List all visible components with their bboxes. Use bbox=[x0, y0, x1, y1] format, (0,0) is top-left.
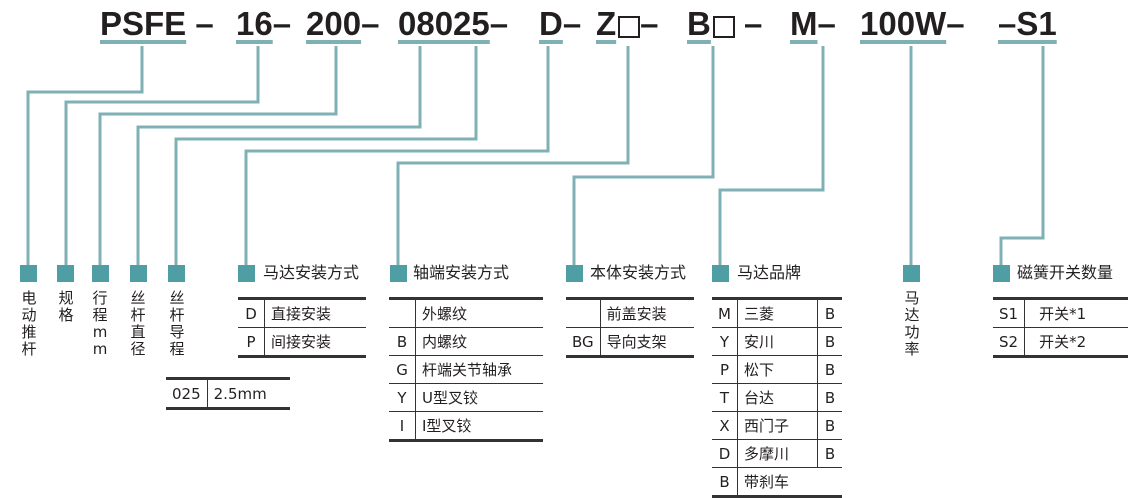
table-row: 前盖安装 bbox=[566, 297, 694, 328]
label-spec: 规格 bbox=[58, 289, 74, 324]
connector-motor-pusher bbox=[26, 46, 144, 266]
marker-motor-pusher bbox=[20, 265, 37, 282]
marker-screw-dia bbox=[130, 265, 147, 282]
connector-screw-dia bbox=[136, 46, 422, 266]
marker-spec bbox=[57, 265, 74, 282]
model-code-z: Z– bbox=[596, 5, 659, 42]
label-stroke: 行程mm bbox=[92, 289, 108, 358]
marker-switch bbox=[993, 265, 1010, 282]
model-code-16: 16– bbox=[236, 5, 292, 42]
marker-stroke bbox=[92, 265, 109, 282]
model-code-200: 200– bbox=[306, 5, 380, 42]
connector-motor-mount bbox=[244, 46, 550, 266]
placeholder-box-icon bbox=[712, 16, 735, 38]
connector-motor-brand bbox=[718, 46, 825, 266]
model-code-m: M– bbox=[790, 5, 836, 42]
marker-body-mount bbox=[566, 265, 583, 282]
marker-motor-brand bbox=[712, 265, 729, 282]
label-motor-pusher: 电动推杆 bbox=[21, 289, 37, 358]
label-magnetic-switch: 磁簧开关数量 bbox=[1017, 263, 1114, 282]
model-code-d: D– bbox=[539, 5, 582, 42]
connector-body-mount bbox=[572, 46, 715, 266]
connector-shaft-end bbox=[396, 46, 630, 266]
model-code-psfe: PSFE – bbox=[100, 5, 214, 42]
connector-spec bbox=[64, 46, 260, 266]
label-motor-mount: 马达安装方式 bbox=[263, 263, 360, 282]
model-code-s1: –S1 bbox=[998, 5, 1057, 42]
table-row: 外螺纹 bbox=[389, 297, 543, 328]
connector-switch bbox=[999, 46, 1045, 266]
connector-screw-lead bbox=[174, 46, 478, 266]
connector-stroke bbox=[98, 46, 338, 266]
marker-shaft-end bbox=[390, 265, 407, 282]
label-shaft-end: 轴端安装方式 bbox=[413, 263, 510, 282]
marker-motor-mount bbox=[238, 265, 255, 282]
label-motor-brand: 马达品牌 bbox=[737, 263, 802, 282]
model-code-b: B – bbox=[687, 5, 763, 42]
model-code-08025: 08025– bbox=[398, 5, 509, 42]
marker-screw-lead bbox=[168, 265, 185, 282]
label-screw-lead: 丝杆导程 bbox=[169, 289, 185, 358]
marker-motor-power bbox=[903, 265, 920, 282]
placeholder-box-icon bbox=[618, 16, 641, 38]
label-screw-dia: 丝杆直径 bbox=[130, 289, 146, 358]
label-body-mount: 本体安装方式 bbox=[590, 263, 687, 282]
model-code-100w: 100W– bbox=[860, 5, 965, 42]
label-motor-power: 马达功率 bbox=[904, 289, 920, 358]
